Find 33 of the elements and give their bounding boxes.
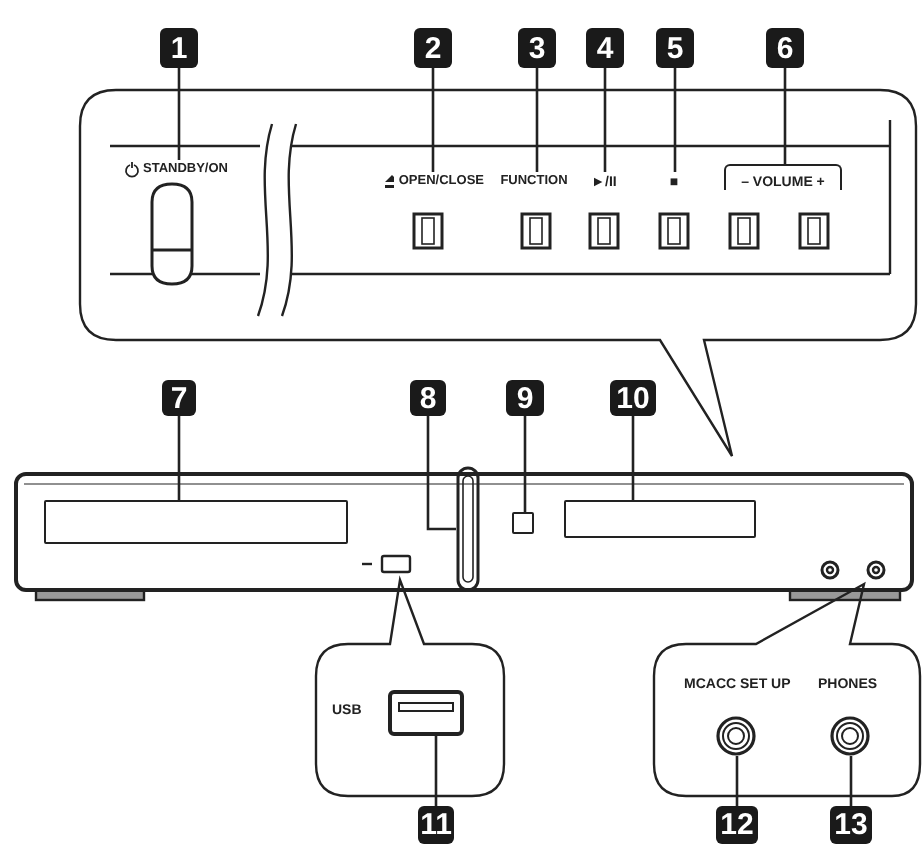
usb-port [388,690,464,736]
callout-number: 11 [418,806,454,844]
ring-light [456,466,480,592]
display-window [564,500,756,538]
callout-number: 2 [414,28,452,68]
leader-line [177,68,181,160]
leader-line [673,68,677,172]
callout-number: 6 [766,28,804,68]
callout-number: 7 [162,380,196,416]
callout-number: 13 [830,806,872,844]
leader-line [783,68,787,164]
callout-number: 12 [716,806,758,844]
leader-line [735,756,739,806]
leader-line [177,416,181,500]
leader-line [849,756,853,806]
leader-line [426,416,456,531]
leader-line [603,68,607,172]
callout-number: 5 [656,28,694,68]
disc-tray [44,500,348,544]
audio-jack [830,716,870,756]
callout-number: 9 [506,380,544,416]
sensor-window [512,512,534,534]
callout-number: 3 [518,28,556,68]
leader-line [431,68,435,172]
callout-number: 10 [610,380,656,416]
leader-line [631,416,635,500]
leader-line [535,68,539,172]
callout-number: 4 [586,28,624,68]
leader-line [434,736,438,806]
callout-number: 1 [160,28,198,68]
leader-line [523,416,527,512]
callout-number: 8 [410,380,446,416]
audio-jack [716,716,756,756]
